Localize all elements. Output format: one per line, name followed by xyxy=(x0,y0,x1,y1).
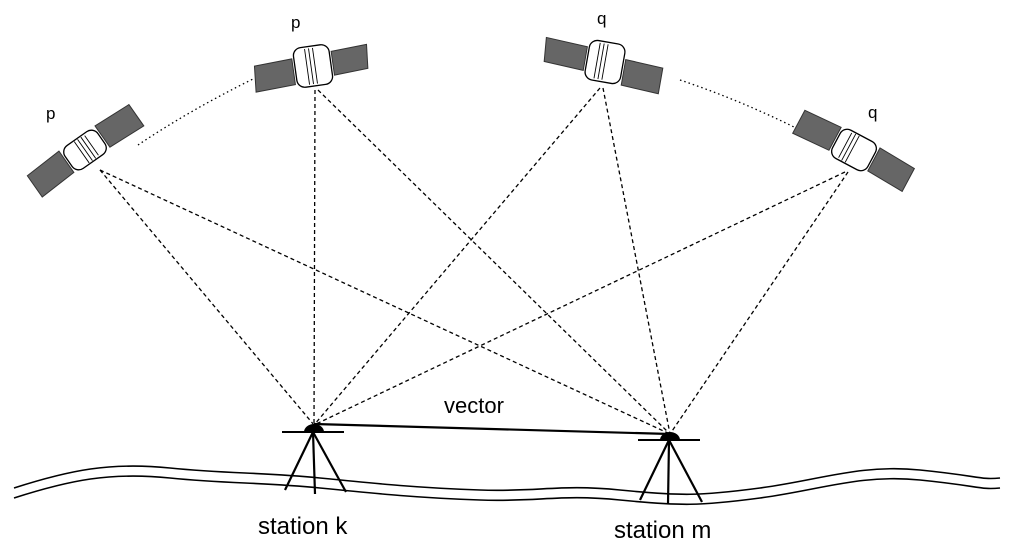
ray-sat3-station-m xyxy=(602,87,671,435)
solar-panel-icon xyxy=(543,36,588,71)
satellite-body-icon xyxy=(830,128,878,172)
receiver-antenna-icon xyxy=(660,432,680,440)
tripod-station-m xyxy=(638,432,703,505)
baseline-vector-line xyxy=(313,422,671,436)
receiver-antenna-icon xyxy=(304,424,324,432)
satellite-label-p-left: p xyxy=(46,104,55,123)
satellite-q-top xyxy=(543,36,664,95)
satellite-label-p-top: p xyxy=(291,13,300,32)
ground-profile-upper xyxy=(13,465,1001,496)
orbit-arc-p xyxy=(137,77,256,146)
solar-panel-icon xyxy=(94,103,145,148)
solar-panel-icon xyxy=(620,58,664,95)
satellite-body-icon xyxy=(292,44,334,88)
solar-panel-icon xyxy=(791,109,842,151)
station-label-m: station m xyxy=(614,517,711,544)
ray-sat1-station-k xyxy=(99,169,315,426)
orbit-arc-q xyxy=(679,79,801,131)
satellite-label-q-right: q xyxy=(868,103,877,122)
satellite-p-left xyxy=(26,103,145,198)
solar-panel-icon xyxy=(253,58,296,93)
solar-panel-icon xyxy=(26,150,75,198)
ray-sat4-station-k xyxy=(313,171,846,426)
ray-sat2-station-m xyxy=(317,89,671,435)
solar-panel-icon xyxy=(330,43,369,76)
ray-sat4-station-m xyxy=(669,171,849,435)
station-label-k: station k xyxy=(258,513,348,540)
signal-rays xyxy=(99,87,849,435)
ray-sat3-station-k xyxy=(313,87,601,426)
tripod-station-k xyxy=(282,424,347,495)
satellite-q-right xyxy=(791,109,916,193)
satellite-label-q-top: q xyxy=(597,9,606,28)
ray-sat1-station-m xyxy=(99,169,671,435)
baseline-vector-label: vector xyxy=(444,393,504,418)
ground-profile-lower xyxy=(13,475,1001,506)
satellite-p-top xyxy=(253,43,369,93)
solar-panel-icon xyxy=(867,147,916,193)
ray-sat2-station-k xyxy=(313,89,316,426)
